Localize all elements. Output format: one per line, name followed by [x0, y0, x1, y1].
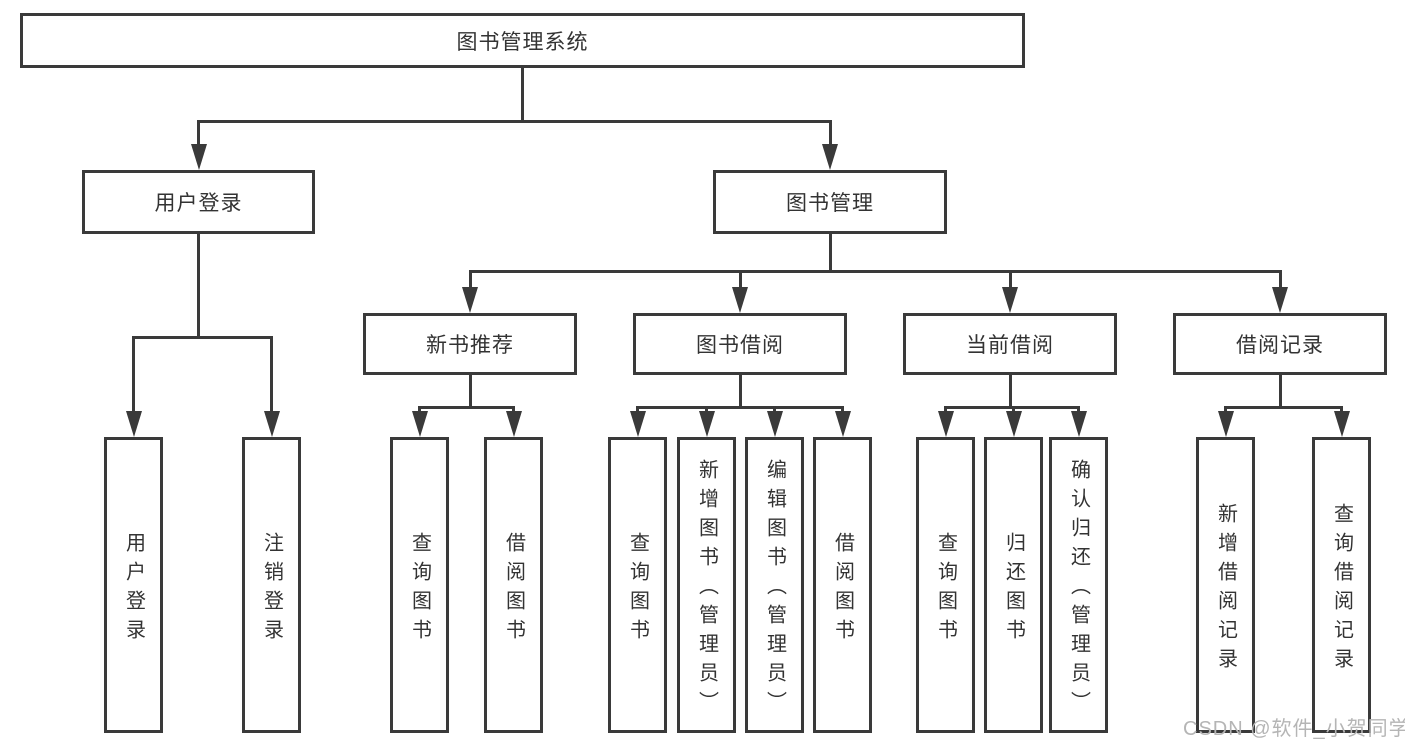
- arrow-to-cb-query: [937, 411, 954, 437]
- node-new-book-rec: 新书推荐: [363, 313, 577, 375]
- arrow-to-borrow-records: [1272, 287, 1288, 313]
- arrow-to-leaf-logout: [263, 411, 280, 437]
- leaf-current-query-books: 查询图书: [916, 437, 975, 733]
- node-root: 图书管理系统: [20, 13, 1025, 68]
- arrow-to-br-query: [1333, 411, 1350, 437]
- leaf-records-add-record: 新增借阅记录: [1196, 437, 1255, 733]
- node-book-borrow: 图书借阅: [633, 313, 847, 375]
- csdn-watermark: CSDN @软件_小贺同学: [1183, 718, 1405, 740]
- connector-root-branch: [197, 119, 831, 123]
- connector-drop-borrow-records: [1278, 269, 1282, 290]
- arrow-to-new-book-rec: [462, 287, 478, 313]
- connector-bookmgmt-stem: [828, 234, 832, 272]
- connector-bookborrow-branch: [636, 405, 844, 409]
- leaf-borrow-edit-books-admin: 编辑图书（管理员）: [745, 437, 804, 733]
- connector-drop-book-mgmt: [828, 119, 832, 147]
- connector-drop-br-add: [1224, 405, 1227, 414]
- connector-bookborrow-stem: [738, 375, 742, 408]
- connector-newbook-branch: [418, 405, 515, 409]
- connector-drop-nb-borrow: [512, 405, 515, 414]
- connector-drop-bb-query: [636, 405, 639, 414]
- arrow-to-cb-confirm: [1070, 411, 1087, 437]
- connector-drop-nb-query: [418, 405, 421, 414]
- connector-drop-cb-query: [944, 405, 947, 414]
- leaf-borrow-query-books: 查询图书: [608, 437, 667, 733]
- node-current-borrow: 当前借阅: [903, 313, 1117, 375]
- connector-root-stem: [520, 68, 524, 122]
- node-book-mgmt: 图书管理: [713, 170, 947, 234]
- node-borrow-records: 借阅记录: [1173, 313, 1387, 375]
- connector-drop-new-book-rec: [468, 269, 472, 290]
- arrow-to-bb-borrow: [834, 411, 851, 437]
- leaf-newbook-borrow-books: 借阅图书: [484, 437, 543, 733]
- leaf-current-confirm-return-admin: 确认归还（管理员）: [1049, 437, 1108, 733]
- node-user-login: 用户登录: [82, 170, 315, 234]
- connector-bookmgmt-branch: [468, 269, 1282, 273]
- leaf-logout: 注销登录: [242, 437, 301, 733]
- connector-drop-cb-return: [1012, 405, 1015, 414]
- connector-drop-leaf-user-login: [132, 335, 135, 414]
- arrow-to-book-mgmt: [822, 144, 838, 170]
- connector-drop-user-login: [197, 119, 200, 147]
- arrow-to-nb-borrow: [505, 411, 522, 437]
- leaf-borrow-borrow-books: 借阅图书: [813, 437, 872, 733]
- arrow-to-nb-query: [411, 411, 428, 437]
- leaf-newbook-query-books: 查询图书: [390, 437, 449, 733]
- connector-drop-leaf-logout: [270, 335, 273, 414]
- arrow-to-bb-query: [629, 411, 646, 437]
- leaf-records-query-record: 查询借阅记录: [1312, 437, 1371, 733]
- connector-drop-bb-borrow: [841, 405, 844, 414]
- connector-drop-current-borrow: [1008, 269, 1012, 290]
- arrow-to-bb-add: [698, 411, 715, 437]
- leaf-user-login: 用户登录: [104, 437, 163, 733]
- connector-currentborrow-stem: [1008, 375, 1012, 408]
- arrow-to-book-borrow: [732, 287, 748, 313]
- connector-records-branch: [1224, 405, 1343, 409]
- arrow-to-bb-edit: [766, 411, 783, 437]
- arrow-to-user-login: [190, 144, 207, 170]
- connector-drop-bb-edit: [773, 405, 776, 414]
- connector-newbook-stem: [468, 375, 472, 408]
- arrow-to-cb-return: [1005, 411, 1022, 437]
- arrow-to-current-borrow: [1002, 287, 1018, 313]
- connector-drop-cb-confirm: [1077, 405, 1080, 414]
- connector-userlogin-branch: [132, 335, 273, 339]
- arrow-to-br-add: [1217, 411, 1234, 437]
- connector-drop-book-borrow: [738, 269, 742, 290]
- connector-userlogin-stem: [197, 234, 200, 338]
- leaf-borrow-add-books-admin: 新增图书（管理员）: [677, 437, 736, 733]
- arrow-to-leaf-user-login: [125, 411, 142, 437]
- leaf-current-return-books: 归还图书: [984, 437, 1043, 733]
- connector-drop-br-query: [1340, 405, 1343, 414]
- connector-records-stem: [1278, 375, 1282, 408]
- connector-drop-bb-add: [705, 405, 708, 414]
